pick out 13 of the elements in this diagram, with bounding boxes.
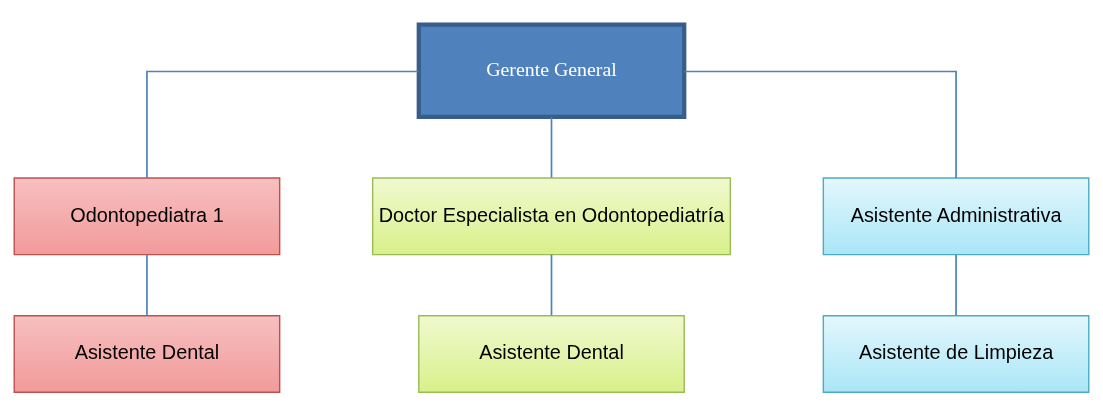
connector <box>955 253 957 317</box>
node-box: Doctor Especialista en Odontopediatría <box>371 177 732 256</box>
node-box: Asistente Administrativa <box>822 177 1090 256</box>
node-box: Asistente de Limpieza <box>822 314 1090 394</box>
connector <box>146 253 148 317</box>
node-box: Asistente Dental <box>418 314 685 394</box>
connector <box>550 116 553 179</box>
connector <box>683 70 957 179</box>
connector <box>550 253 553 317</box>
node-box: Asistente Dental <box>13 314 281 394</box>
connector <box>146 70 420 179</box>
node-box: Gerente General <box>416 22 687 120</box>
node-box: Odontopediatra 1 <box>13 177 281 256</box>
